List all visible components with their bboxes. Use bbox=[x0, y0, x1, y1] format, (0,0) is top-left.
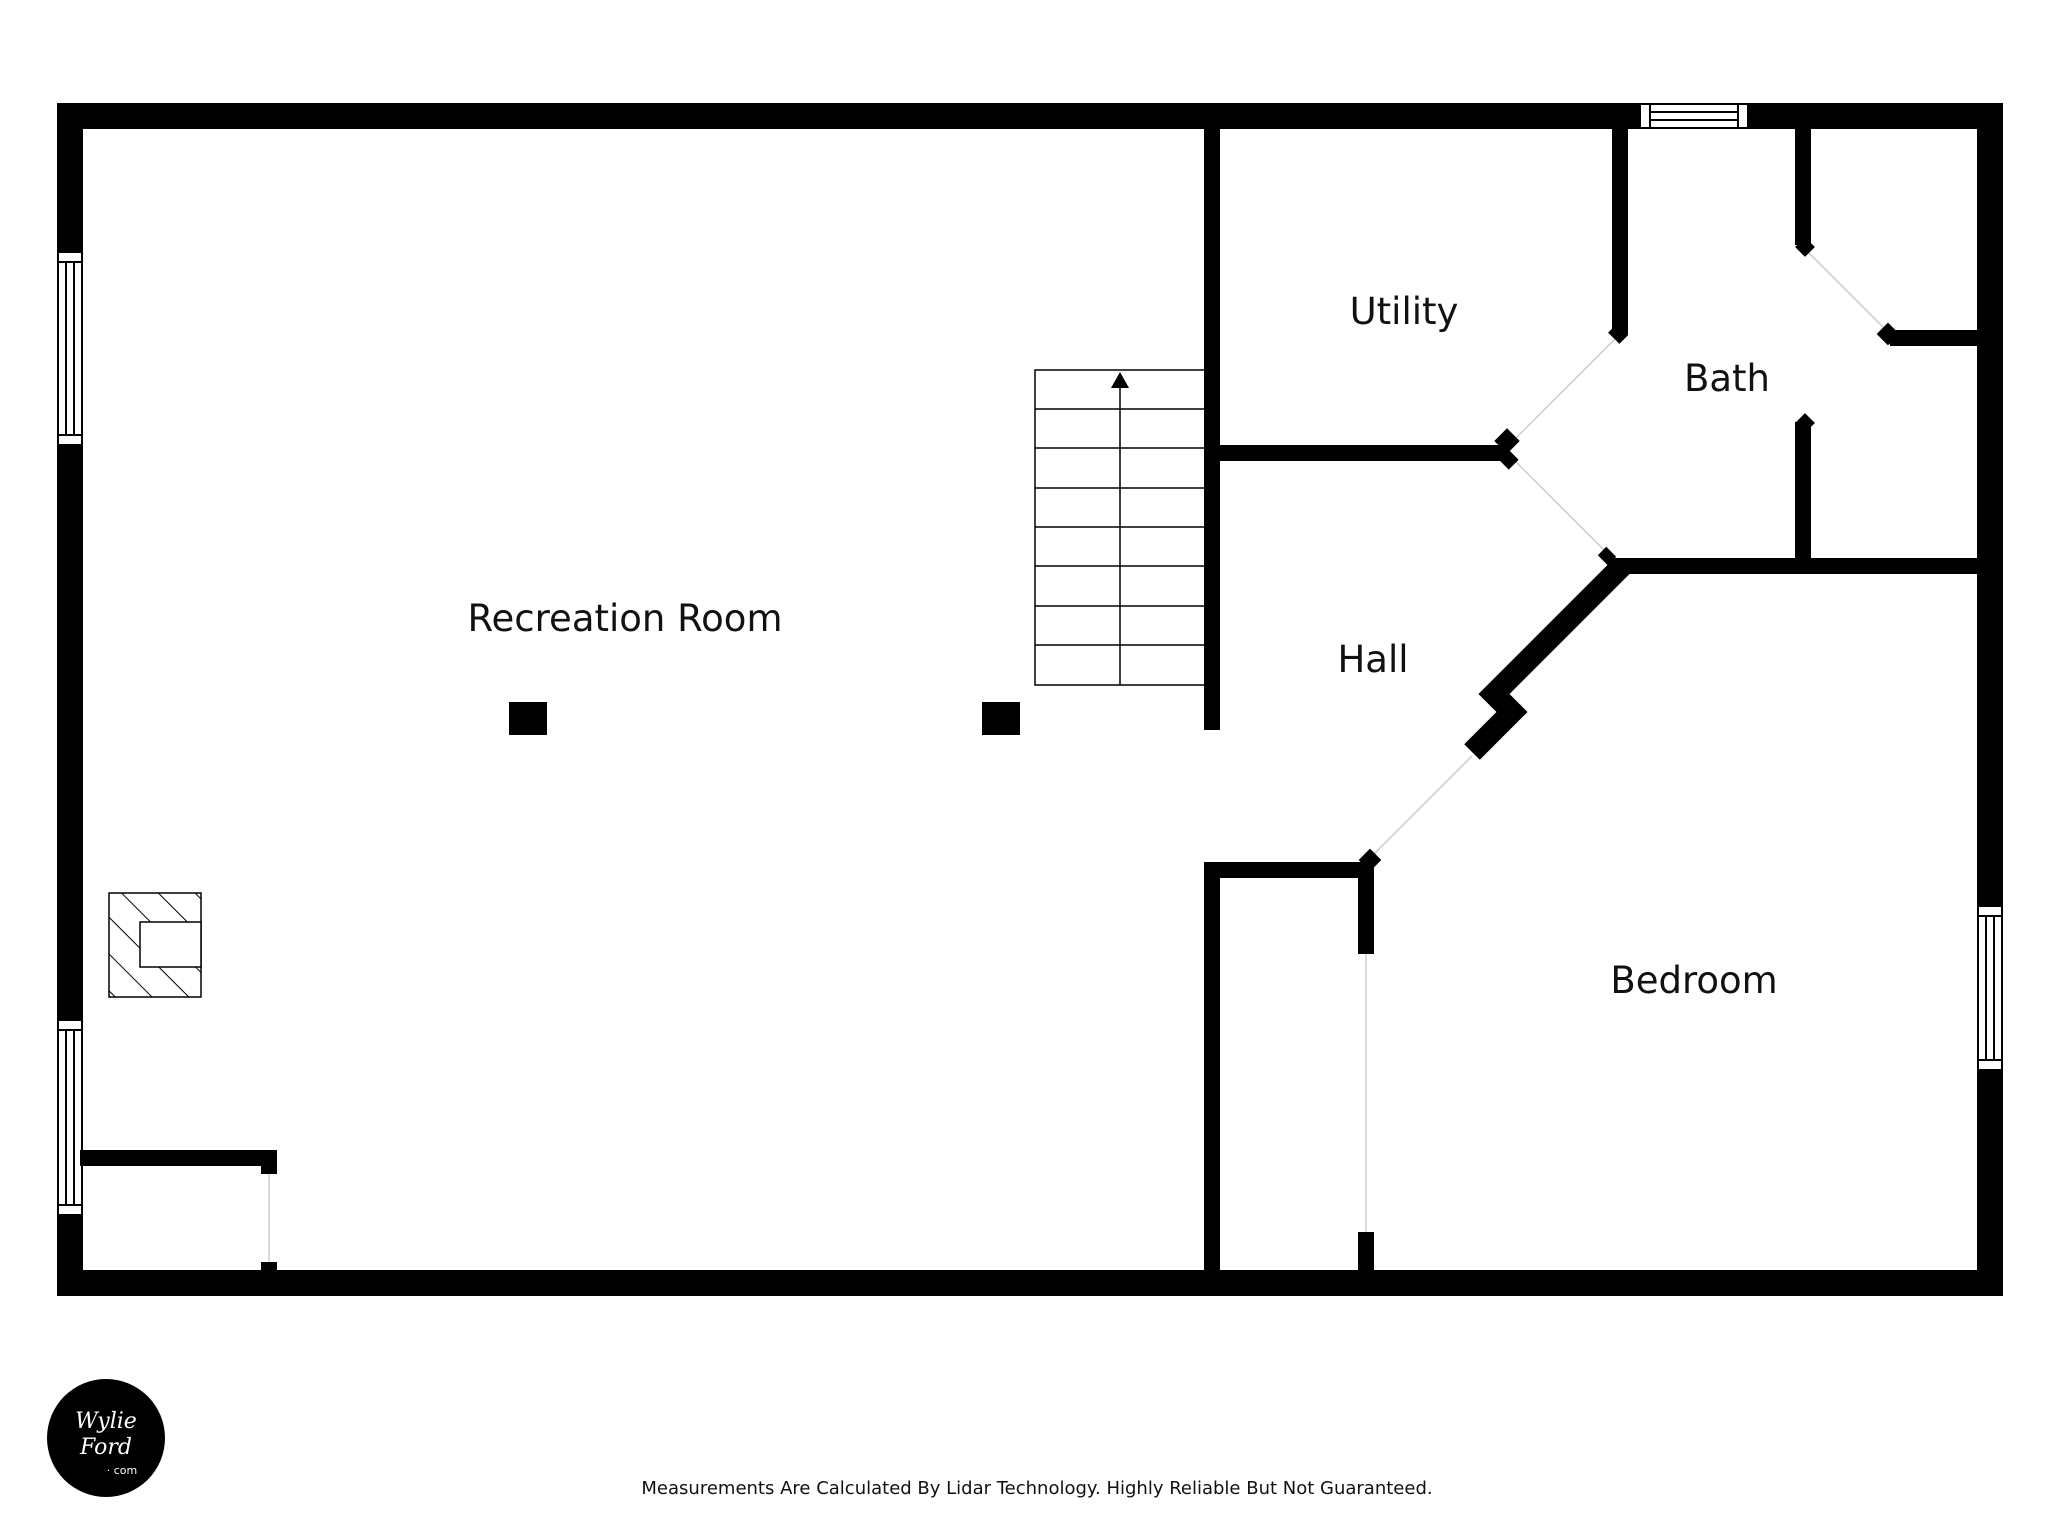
wall-bedroom-top bbox=[1610, 558, 1982, 574]
logo-text-line2: Ford bbox=[79, 1435, 132, 1460]
door-utility bbox=[1509, 335, 1619, 445]
wall-bath-right-upper bbox=[1795, 125, 1811, 245]
wall-nook-right-bottom bbox=[261, 1262, 277, 1282]
logo-text-line1: Wylie bbox=[75, 1409, 137, 1434]
room-label-bedroom: Bedroom bbox=[1610, 959, 1778, 1002]
door-bath-closet bbox=[1805, 249, 1887, 331]
window-left-upper bbox=[57, 251, 83, 446]
wall-nook-right bbox=[261, 1150, 277, 1174]
wall-utility-right bbox=[1612, 125, 1628, 335]
footer-disclaimer: Measurements Are Calculated By Lidar Tec… bbox=[641, 1478, 1433, 1499]
wall-closet-right-upper bbox=[1358, 862, 1374, 954]
door-bedroom bbox=[1369, 755, 1473, 859]
column-right bbox=[982, 702, 1020, 735]
stair-arrow-icon bbox=[1111, 372, 1129, 388]
window-top-bath bbox=[1639, 103, 1749, 129]
interior-walls bbox=[80, 125, 1982, 1282]
room-label-hall: Hall bbox=[1337, 638, 1409, 681]
wall-bath-right-lower bbox=[1795, 422, 1811, 567]
outer-walls bbox=[57, 103, 2003, 1296]
logo-text-line3: · com bbox=[107, 1464, 138, 1477]
columns bbox=[509, 702, 1020, 735]
windows bbox=[57, 103, 2003, 1216]
wall-stair-divider bbox=[1204, 125, 1220, 730]
room-label-utility: Utility bbox=[1349, 290, 1459, 333]
wall-closet-right-lower bbox=[1358, 1232, 1374, 1282]
wall-closet-left bbox=[1204, 862, 1220, 1282]
wall-closet-stub bbox=[1890, 330, 1982, 346]
staircase bbox=[1034, 369, 1206, 686]
room-label-recreation: Recreation Room bbox=[467, 597, 783, 640]
outer-wall-right bbox=[1977, 103, 2003, 1296]
window-left-lower bbox=[57, 1019, 83, 1216]
wall-closet-top bbox=[1204, 862, 1366, 878]
fireplace bbox=[108, 892, 202, 998]
door-hall-bath bbox=[1515, 461, 1611, 557]
wylie-ford-logo: Wylie Ford · com bbox=[47, 1379, 165, 1497]
wall-nook-top bbox=[80, 1150, 277, 1166]
column-left bbox=[509, 702, 547, 735]
room-label-bath: Bath bbox=[1683, 357, 1771, 400]
outer-wall-bottom bbox=[57, 1270, 2003, 1296]
window-right-bedroom bbox=[1977, 905, 2003, 1071]
door-openings bbox=[268, 249, 1887, 1262]
wall-utility-bottom bbox=[1204, 445, 1509, 461]
wall-bedroom-diagonal bbox=[1464, 558, 1630, 760]
